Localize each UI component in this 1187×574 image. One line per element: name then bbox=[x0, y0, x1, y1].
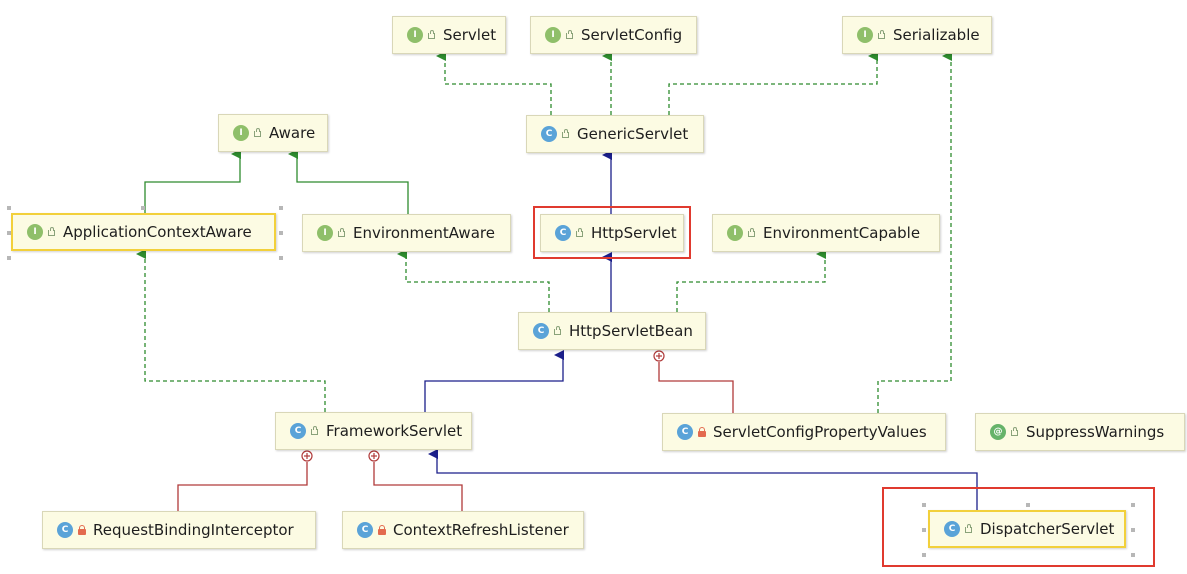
node-label: EnvironmentCapable bbox=[763, 224, 921, 242]
interface-icon: I bbox=[727, 225, 743, 241]
interface-icon: I bbox=[233, 125, 249, 141]
node-genericservlet[interactable]: C GenericServlet bbox=[526, 115, 704, 153]
interface-icon: I bbox=[545, 27, 561, 43]
edge-frameworkservlet-applicationcontextaware bbox=[136, 249, 326, 412]
class-icon: C bbox=[357, 522, 373, 538]
selection-handle[interactable] bbox=[7, 206, 11, 210]
edge-requestbindinginterceptor-frameworkservlet bbox=[177, 450, 313, 511]
edge-environmentaware-aware bbox=[288, 149, 409, 214]
selection-handle[interactable] bbox=[922, 553, 926, 557]
selection-handle[interactable] bbox=[1131, 528, 1135, 532]
public-access-icon bbox=[964, 524, 973, 534]
selection-handle[interactable] bbox=[279, 231, 283, 235]
public-access-icon bbox=[253, 128, 262, 138]
public-access-icon bbox=[561, 129, 570, 139]
interface-icon: I bbox=[317, 225, 333, 241]
selection-handle[interactable] bbox=[279, 256, 283, 260]
node-requestbindinginterceptor[interactable]: C RequestBindingInterceptor bbox=[42, 511, 316, 549]
highlight-box-httpservlet bbox=[533, 206, 691, 259]
class-icon: C bbox=[555, 225, 571, 241]
selection-handle[interactable] bbox=[7, 256, 11, 260]
public-access-icon bbox=[47, 227, 56, 237]
node-contextrefreshlistener[interactable]: C ContextRefreshListener bbox=[342, 511, 584, 549]
selection-handle[interactable] bbox=[1131, 553, 1135, 557]
edge-httpservletbean-environmentcapable bbox=[676, 249, 826, 312]
edge-frameworkservlet-httpservletbean bbox=[424, 350, 564, 412]
public-access-icon bbox=[747, 228, 756, 238]
node-httpservlet[interactable]: C HttpServlet bbox=[540, 214, 684, 252]
node-httpservletbean[interactable]: C HttpServletBean bbox=[518, 312, 706, 350]
selection-handle[interactable] bbox=[279, 206, 283, 210]
node-label: ServletConfig bbox=[581, 26, 683, 44]
edge-applicationcontextaware-aware bbox=[144, 149, 241, 214]
node-applicationcontextaware[interactable]: I ApplicationContextAware bbox=[11, 213, 276, 251]
edge-genericservlet-serializable bbox=[668, 51, 878, 115]
class-icon: C bbox=[541, 126, 557, 142]
public-access-icon bbox=[553, 326, 562, 336]
selection-handle[interactable] bbox=[1131, 503, 1135, 507]
node-servletconfig[interactable]: I ServletConfig bbox=[530, 16, 697, 54]
private-access-icon bbox=[77, 525, 86, 535]
highlight-box-dispatcherservlet bbox=[882, 487, 1155, 567]
node-servlet[interactable]: I Servlet bbox=[392, 16, 506, 54]
interface-icon: I bbox=[407, 27, 423, 43]
class-icon: C bbox=[57, 522, 73, 538]
selection-handle[interactable] bbox=[141, 206, 145, 210]
node-label: DispatcherServlet bbox=[980, 520, 1115, 538]
node-label: ApplicationContextAware bbox=[63, 223, 252, 241]
selection-handle[interactable] bbox=[1026, 503, 1030, 507]
node-label: ContextRefreshListener bbox=[393, 521, 569, 539]
edge-contextrefreshlistener-frameworkservlet bbox=[368, 450, 463, 511]
edge-httpservletbean-environmentaware bbox=[397, 249, 550, 312]
node-servletconfigpropertyvalues[interactable]: C ServletConfigPropertyValues bbox=[662, 413, 946, 451]
private-access-icon bbox=[697, 427, 706, 437]
selection-handle[interactable] bbox=[7, 231, 11, 235]
node-label: HttpServlet bbox=[591, 224, 677, 242]
node-label: FrameworkServlet bbox=[326, 422, 463, 440]
private-access-icon bbox=[377, 525, 386, 535]
node-environmentaware[interactable]: I EnvironmentAware bbox=[302, 214, 511, 252]
class-icon: C bbox=[677, 424, 693, 440]
class-icon: C bbox=[944, 521, 960, 537]
annotation-icon: @ bbox=[990, 424, 1006, 440]
edge-dispatcherservlet-frameworkservlet bbox=[428, 449, 978, 510]
node-label: SuppressWarnings bbox=[1026, 423, 1165, 441]
node-label: EnvironmentAware bbox=[353, 224, 495, 242]
public-access-icon bbox=[337, 228, 346, 238]
node-frameworkservlet[interactable]: C FrameworkServlet bbox=[275, 412, 472, 450]
class-icon: C bbox=[290, 423, 306, 439]
edge-servletconfigpropertyvalues-serializable bbox=[877, 51, 952, 413]
node-label: Aware bbox=[269, 124, 316, 142]
public-access-icon bbox=[1010, 427, 1019, 437]
selection-handle[interactable] bbox=[922, 528, 926, 532]
node-dispatcherservlet[interactable]: C DispatcherServlet bbox=[928, 510, 1126, 548]
edge-genericservlet-servlet bbox=[436, 51, 552, 115]
node-aware[interactable]: I Aware bbox=[218, 114, 328, 152]
node-label: GenericServlet bbox=[577, 125, 689, 143]
public-access-icon bbox=[310, 426, 319, 436]
interface-icon: I bbox=[27, 224, 43, 240]
selection-handle[interactable] bbox=[922, 503, 926, 507]
interface-icon: I bbox=[857, 27, 873, 43]
public-access-icon bbox=[565, 30, 574, 40]
edge-servletconfigpropertyvalues-httpservletbean bbox=[653, 350, 734, 413]
node-label: Serializable bbox=[893, 26, 980, 44]
public-access-icon bbox=[575, 228, 584, 238]
node-suppresswarnings[interactable]: @ SuppressWarnings bbox=[975, 413, 1185, 451]
public-access-icon bbox=[877, 30, 886, 40]
node-label: HttpServletBean bbox=[569, 322, 693, 340]
node-label: ServletConfigPropertyValues bbox=[713, 423, 927, 441]
node-serializable[interactable]: I Serializable bbox=[842, 16, 992, 54]
node-label: RequestBindingInterceptor bbox=[93, 521, 294, 539]
node-label: Servlet bbox=[443, 26, 497, 44]
class-icon: C bbox=[533, 323, 549, 339]
public-access-icon bbox=[427, 30, 436, 40]
node-environmentcapable[interactable]: I EnvironmentCapable bbox=[712, 214, 940, 252]
